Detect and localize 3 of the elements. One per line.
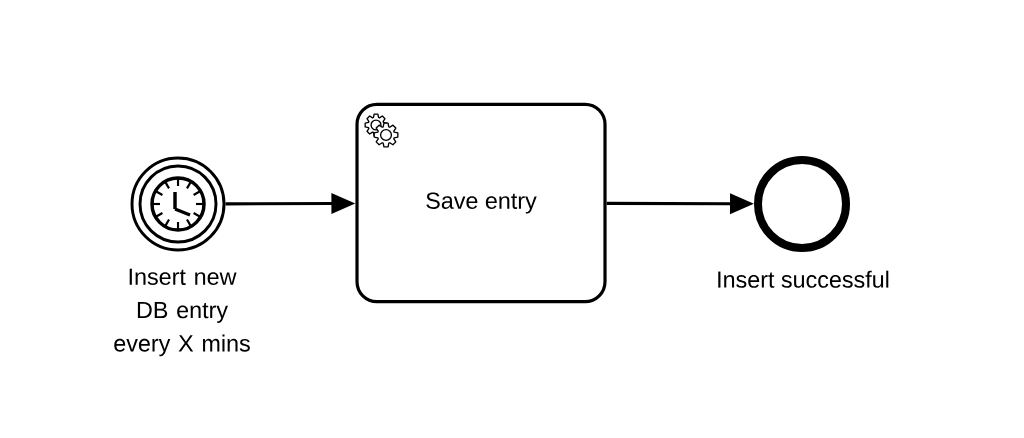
event-label: Insert new DB entry every X mins (114, 268, 250, 357)
task-box: Save entry (355, 102, 607, 304)
event-label: Insert successful (718, 270, 889, 288)
